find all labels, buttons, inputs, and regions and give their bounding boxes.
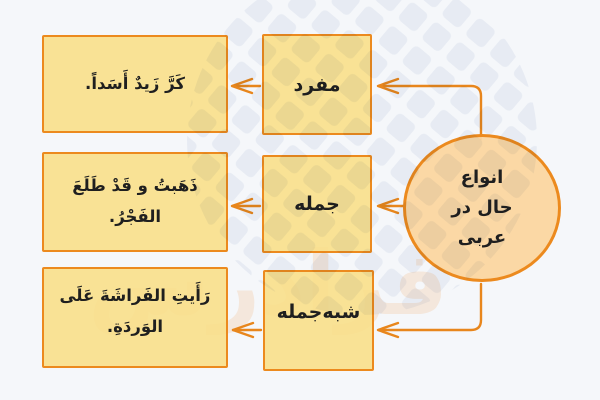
example-node-shebhjomle: رَأَيتِ الفَراشَةَ عَلَى الوَردَةِ. — [42, 267, 228, 368]
arrow-root-to-mofrad-icon — [376, 77, 483, 141]
arrow-shebhjomle-to-example-icon — [231, 321, 263, 339]
root-node-line: انواع — [460, 167, 504, 189]
root-node-line: عربی — [457, 226, 507, 248]
root-node-anvae-hal: انواع حال در عربی — [403, 134, 561, 282]
arrow-root-to-jomle-icon — [376, 197, 406, 215]
arrow-root-to-shebhjomle-icon — [376, 282, 483, 339]
arrow-jomle-to-example-icon — [230, 197, 262, 215]
example-node-jomle: ذَهَبتُ و قَدْ طَلَعَ الفَجْرُ. — [42, 152, 228, 252]
type-node-shebhjomle: شبه‌جمله — [263, 270, 374, 371]
type-node-jomle: جمله — [262, 155, 372, 253]
root-node-line: حال در — [451, 197, 513, 219]
arrow-mofrad-to-example-icon — [230, 77, 262, 95]
example-node-mofrad: كَرَّ زَيدٌ أَسَداً. — [42, 35, 228, 133]
type-node-mofrad: مفرد — [262, 34, 372, 135]
